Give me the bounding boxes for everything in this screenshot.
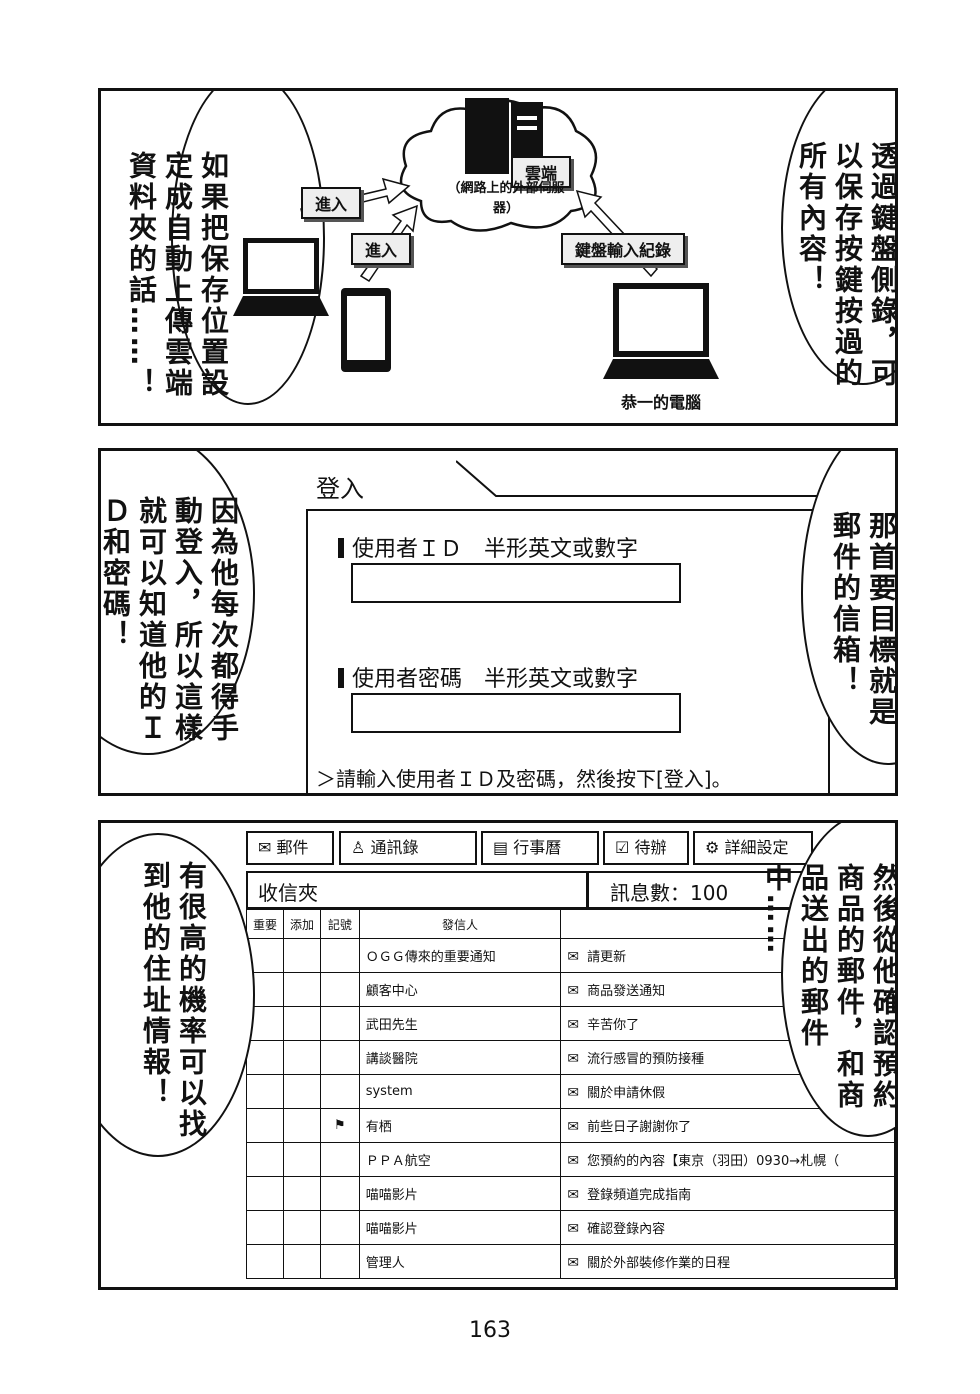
password-input[interactable] (351, 693, 681, 733)
subject: 請更新 (587, 950, 627, 965)
arrow-keylog-graphic (575, 189, 659, 278)
calendar-icon: ▤ (493, 838, 514, 857)
flag-icon: ⚑ (320, 1108, 360, 1143)
col-attachment[interactable]: 添加 (283, 909, 322, 939)
message-count: 訊息數：100 (610, 881, 729, 905)
subject: 登錄頻道完成指南 (587, 1188, 692, 1203)
mail-icon: ✉ (258, 838, 277, 857)
sender: 武田先生 (358, 1006, 562, 1041)
pc-caption: 恭一的電腦 (621, 393, 702, 412)
table-row[interactable]: ＰＰＡ航空 ✉ 您預約的內容【東京（羽田）0930→札幌（ (245, 1142, 895, 1177)
sender: system (358, 1074, 562, 1109)
subject: 關於外部裝修作業的日程 (587, 1256, 731, 1271)
person-icon: ♙ (351, 838, 371, 857)
toolbar-contacts[interactable]: ♙ 通訊錄 (339, 831, 477, 865)
envelope-icon: ✉ (567, 1051, 580, 1067)
smartphone-icon (341, 288, 391, 372)
toolbar-calendar[interactable]: ▤ 行事曆 (481, 831, 599, 865)
envelope-icon: ✉ (567, 983, 580, 999)
subject: 辛苦你了 (587, 1018, 640, 1033)
server-label: （網路上的外部伺服器） (447, 181, 565, 216)
sender: ＰＰＡ航空 (358, 1142, 562, 1177)
caption-left: 因為他每次都得手動登入，所以這樣就可以知道他的ＩＤ和密碼！ (99, 496, 240, 744)
subject: 確認登錄內容 (587, 1222, 666, 1237)
inbox-header: 收信夾 訊息數：100 (246, 871, 895, 909)
subject: 商品發送通知 (587, 984, 666, 999)
arrow-label-enter-1: 進入 (301, 187, 362, 219)
col-important[interactable]: 重要 (245, 909, 285, 939)
arrows-graphic (300, 177, 418, 283)
envelope-icon: ✉ (567, 1153, 580, 1169)
subject: 您預約的內容【東京（羽田）0930→札幌（ (587, 1154, 840, 1169)
toolbar-mail[interactable]: ✉ 郵件 (246, 831, 334, 865)
speech-bubble-left (101, 833, 255, 1157)
table-row[interactable]: 喵喵影片 ✉ 確認登錄內容 (245, 1210, 895, 1245)
laptop-icon (233, 238, 329, 316)
col-sender[interactable]: 發信人 (358, 909, 562, 939)
col-mark[interactable]: 記號 (320, 909, 360, 939)
envelope-icon: ✉ (567, 1017, 580, 1033)
userid-label: 使用者ＩＤ 半形英文或數字 (338, 531, 638, 563)
sender: 喵喵影片 (358, 1210, 562, 1245)
inbox-label: 收信夾 (258, 881, 318, 905)
subject: 流行感冒的預防接種 (587, 1052, 705, 1067)
gear-icon: ⚙ (705, 838, 725, 857)
sender: 喵喵影片 (358, 1176, 562, 1211)
toolbar-todo[interactable]: ☑ 待辦 (603, 831, 689, 865)
caption-right: 然後從他確認預約商品的郵件，和商品送出的郵件中…… (761, 863, 898, 1111)
table-row[interactable]: ⚑有栖 ✉ 前些日子謝謝你了 (245, 1108, 895, 1143)
envelope-icon: ✉ (567, 1187, 580, 1203)
login-tab-edge (456, 460, 836, 497)
table-row[interactable]: 管理人 ✉ 關於外部裝修作業的日程 (245, 1244, 895, 1279)
server-icon (465, 98, 543, 174)
login-title: 登入 (316, 475, 364, 503)
cloud-label: 雲端 (511, 156, 572, 188)
caption-left: 有很高的機率可以找到他的住址情報！ (139, 861, 208, 1140)
sender: ＯＧＧ傳來的重要通知 (358, 938, 562, 973)
sender: 管理人 (358, 1244, 562, 1279)
subject: 關於申請休假 (587, 1086, 666, 1101)
envelope-icon: ✉ (567, 949, 580, 965)
arrow-label-enter-2: 進入 (351, 233, 412, 265)
subject: 前些日子謝謝你了 (587, 1120, 692, 1135)
caption-left: 如果把保存位置設定成自動上傳雲端資料夾的話……！ (125, 151, 230, 399)
envelope-icon: ✉ (567, 1085, 580, 1101)
userid-input[interactable] (351, 563, 681, 603)
envelope-icon: ✉ (567, 1255, 580, 1271)
sender: 有栖 (358, 1108, 562, 1143)
password-label: 使用者密碼 半形英文或數字 (338, 661, 638, 693)
kyoichi-pc-icon (603, 283, 719, 379)
sender: 講談醫院 (358, 1040, 562, 1075)
panel-cloud-keylogger: 如果把保存位置設定成自動上傳雲端資料夾的話……！ 透過鍵盤側錄，可以保存按鍵按過… (98, 88, 898, 426)
panel-login: 登入 使用者ＩＤ 半形英文或數字 使用者密碼 半形英文或數字 ＞請輸入使用者ＩＤ… (98, 448, 898, 796)
sender: 顧客中心 (358, 972, 562, 1007)
keylog-label: 鍵盤輸入紀錄 (561, 233, 686, 265)
toolbar-settings[interactable]: ⚙ 詳細設定 (693, 831, 813, 865)
panel-mail: ✉ 郵件 ♙ 通訊錄 ▤ 行事曆 ☑ 待辦 ⚙ 詳細設定 收信夾 訊息數：100… (98, 820, 898, 1290)
table-row[interactable]: 喵喵影片 ✉ 登錄頻道完成指南 (245, 1176, 895, 1211)
login-hint: ＞請輸入使用者ＩＤ及密碼，然後按下[登入]。 (316, 767, 732, 791)
envelope-icon: ✉ (567, 1119, 580, 1135)
caption-right: 透過鍵盤側錄，可以保存按鍵按過的所有內容！ (795, 141, 898, 389)
caption-right: 那首要目標就是郵件的信箱！ (829, 511, 898, 728)
divider (586, 873, 589, 907)
page-number: 163 (469, 1318, 511, 1343)
envelope-icon: ✉ (567, 1221, 580, 1237)
checkbox-icon: ☑ (615, 838, 635, 857)
